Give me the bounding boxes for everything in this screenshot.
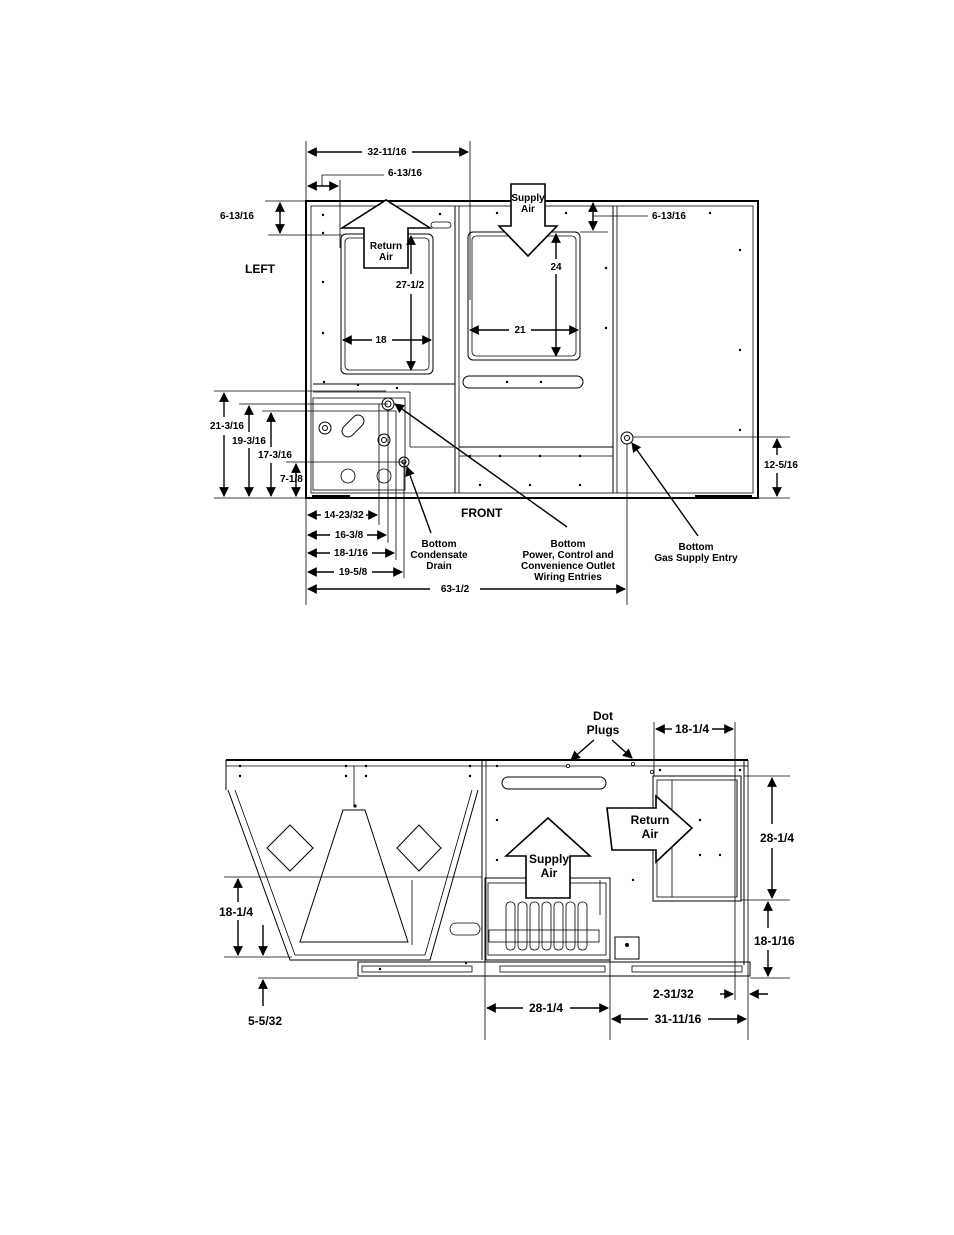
dim-12-5-16: 12-5/16 (764, 460, 798, 471)
supply-air-arrow (503, 816, 593, 899)
svg-text:Drain: Drain (426, 561, 452, 572)
svg-text:Power, Control and: Power, Control and (522, 550, 613, 561)
supply-air-arrow (497, 183, 559, 258)
dot-plugs-label-1: Dot (593, 709, 613, 723)
return-air-arrow (606, 794, 694, 864)
svg-text:Bottom: Bottom (551, 539, 586, 550)
supply-air-label-2: Air (521, 204, 535, 215)
dim-7-1-8: 7-1/8 (280, 474, 303, 485)
supply-air-label-1: Supply (529, 852, 569, 866)
heat-exchanger-tubes (505, 901, 588, 951)
svg-text:Bottom: Bottom (679, 542, 714, 553)
gas-entry-hole (620, 431, 634, 445)
base-rail (357, 961, 751, 977)
supply-air-label-1: Supply (511, 193, 545, 204)
dim-21-3-16: 21-3/16 (210, 421, 244, 432)
control-box (614, 936, 640, 960)
dot-plugs-label-2: Plugs (587, 723, 620, 737)
svg-text:Condensate: Condensate (410, 550, 468, 561)
dim-18-1-16: 18-1/16 (754, 934, 795, 948)
svg-text:Bottom: Bottom (422, 539, 457, 550)
svg-text:Convenience Outlet: Convenience Outlet (521, 561, 616, 572)
return-air-label-1: Return (370, 241, 402, 252)
side-view: Supply Air Return Air Dot Plugs 18-1/4 2… (219, 709, 795, 1040)
dim-18: 18 (375, 335, 387, 346)
top-view: Return Air Supply Air LEFT FRONT 32-11/1… (210, 141, 798, 605)
power-wiring-callout: Bottom Power, Control and Convenience Ou… (521, 539, 616, 583)
supply-air-label-2: Air (541, 866, 558, 880)
dim-28-1-4-right: 28-1/4 (760, 831, 794, 845)
top-slot (501, 776, 607, 790)
dim-28-1-4-bottom: 28-1/4 (529, 1001, 563, 1015)
hood-divider (299, 809, 409, 943)
return-air-arrow (339, 199, 433, 269)
dim-2-31-32: 2-31/32 (653, 987, 694, 1001)
dim-21: 21 (514, 325, 526, 336)
dim-24: 24 (550, 262, 562, 273)
dim-19-5-8: 19-5/8 (339, 567, 368, 578)
return-air-label-2: Air (379, 252, 393, 263)
dim-6-13-16-left: 6-13/16 (220, 211, 254, 222)
hood-vent-right (396, 824, 442, 872)
dim-18-1-4-left: 18-1/4 (219, 905, 253, 919)
gas-supply-callout: Bottom Gas Supply Entry (654, 542, 738, 564)
svg-text:Wiring Entries: Wiring Entries (534, 572, 602, 583)
dim-5-5-32: 5-5/32 (248, 1014, 282, 1028)
dim-63-1-2: 63-1/2 (441, 584, 470, 595)
condensate-drain-callout: Bottom Condensate Drain (410, 539, 468, 572)
front-side-label: FRONT (461, 506, 503, 520)
dim-6-13-16-right: 6-13/16 (652, 211, 686, 222)
dim-31-11-16: 31-11/16 (655, 1012, 702, 1026)
hood (227, 789, 479, 961)
hood-vent-left (266, 824, 314, 872)
dim-6-13-16-top: 6-13/16 (388, 168, 422, 179)
dim-32-11-16: 32-11/16 (368, 147, 407, 158)
dim-18-1-4-top: 18-1/4 (675, 722, 709, 736)
dim-27-1-2: 27-1/2 (396, 280, 425, 291)
left-side-label: LEFT (245, 262, 276, 276)
dim-14-23-32: 14-23/32 (324, 510, 364, 521)
return-air-label-2: Air (642, 827, 659, 841)
return-air-label-1: Return (631, 813, 670, 827)
dim-19-3-16: 19-3/16 (232, 436, 266, 447)
dim-17-3-16: 17-3/16 (258, 450, 292, 461)
dim-16-3-8: 16-3/8 (335, 530, 364, 541)
dim-18-1-16: 18-1/16 (334, 548, 368, 559)
svg-text:Gas Supply Entry: Gas Supply Entry (654, 553, 738, 564)
